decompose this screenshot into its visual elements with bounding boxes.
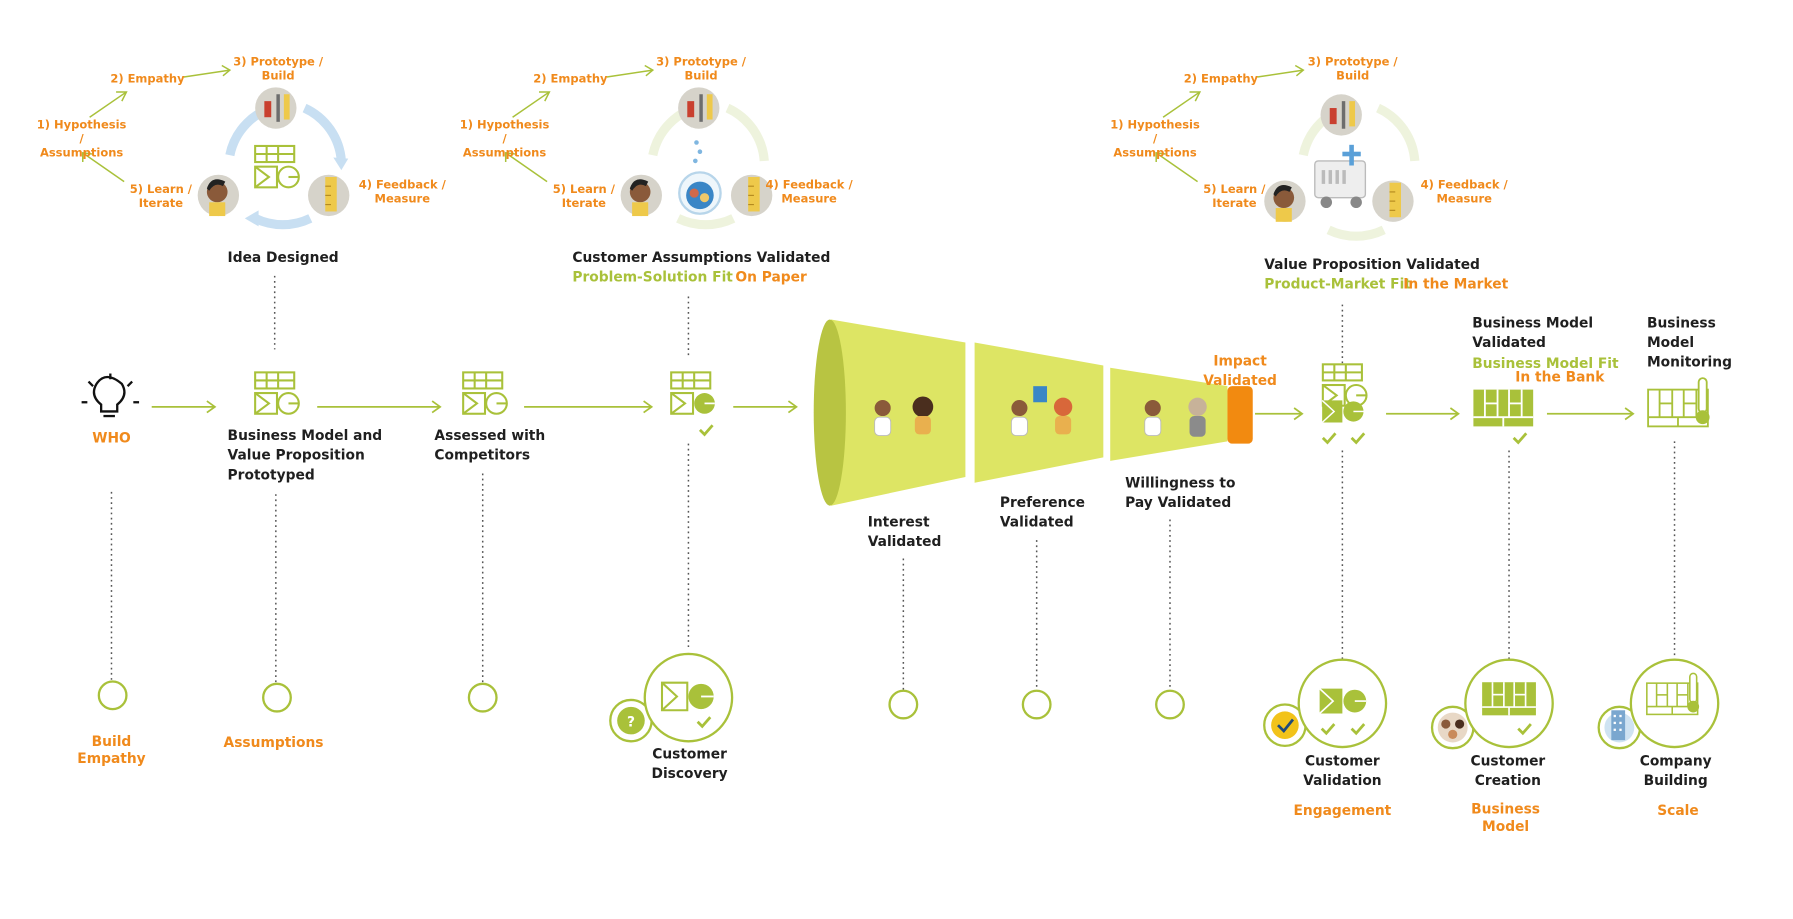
cycle-3-graphic — [1264, 92, 1420, 241]
customer-validation: Customer Validation — [1303, 752, 1382, 789]
build-empathy: Build Empathy — [77, 733, 146, 767]
cycle2-feedback: 4) Feedback / Measure — [765, 179, 853, 206]
cycle3-prototype: 3) Prototype / Build — [1307, 56, 1398, 83]
preference-validated: Preference Validated — [999, 494, 1086, 530]
in-the-market: In the Market — [1403, 275, 1509, 292]
idea-designed: Idea Designed — [227, 249, 339, 266]
business-model: Business Model — [1471, 801, 1541, 835]
willingness-to-pay-validated: Willingness to Pay Validated — [1125, 474, 1236, 511]
impact-validated: Impact Validated — [1203, 352, 1277, 389]
validation-funnel — [813, 319, 1253, 506]
interest-validated: Interest Validated — [867, 513, 942, 550]
company-building-badge — [1597, 658, 1720, 750]
customer-creation-badge — [1430, 658, 1554, 750]
cycle3-empathy: 2) Empathy — [1183, 73, 1259, 87]
business-model-validated: Business Model Validated — [1472, 314, 1594, 351]
cycle1-hypothesis: 1) Hypothesis / Assumptions — [36, 119, 127, 160]
cycle2-hypothesis: 1) Hypothesis / Assumptions — [459, 119, 550, 160]
cycle2-prototype: 3) Prototype / Build — [656, 56, 746, 83]
customer-discovery: Customer Discovery — [651, 745, 728, 782]
cycle3-hypothesis: 1) Hypothesis / Assumptions — [1110, 119, 1200, 160]
cycle-2-graphic — [620, 85, 773, 230]
customer-creation: Customer Creation — [1470, 752, 1546, 789]
problem-solution-fit: Problem-Solution Fit — [572, 268, 733, 286]
cycle2-learn: 5) Learn / Iterate — [552, 183, 615, 211]
value-proposition-validated: Value Proposition Validated — [1264, 256, 1480, 273]
lightbulb-icon — [81, 373, 140, 418]
business-model-monitoring: Business Model Monitoring — [1646, 314, 1732, 371]
who-label: WHO — [92, 429, 131, 446]
scale: Scale — [1657, 802, 1699, 819]
company-building: Company Building — [1639, 752, 1712, 789]
customer-discovery-badge: ? — [609, 652, 734, 743]
on-paper: On Paper — [735, 268, 807, 286]
cycle1-empathy: 2) Empathy — [110, 73, 185, 87]
in-the-bank: In the Bank — [1515, 368, 1605, 386]
cycle1-feedback: 4) Feedback / Measure — [358, 179, 446, 206]
product-market-fit: Product-Market Fit — [1264, 275, 1411, 292]
cycle1-learn: 5) Learn / Iterate — [129, 183, 192, 211]
business-model-fit: Business Model Fit — [1472, 355, 1619, 372]
cycle1-prototype: 3) Prototype / Build — [233, 56, 324, 83]
cycle2-empathy: 2) Empathy — [533, 73, 608, 87]
timeline-arrows — [151, 400, 1635, 421]
cycle3-feedback: 4) Feedback / Measure — [1420, 179, 1508, 206]
engagement: Engagement — [1293, 802, 1392, 819]
assumptions: Assumptions — [223, 734, 324, 751]
bm-vp-prototyped: Business Model and Value Proposition Pro… — [227, 427, 383, 483]
cycle-1-graphic — [197, 85, 350, 230]
assessed-with-competitors: Assessed with Competitors — [434, 427, 546, 464]
stage-circles — [97, 680, 1185, 720]
customer-assumptions-validated: Customer Assumptions Validated — [572, 249, 831, 266]
cycle3-learn: 5) Learn / Iterate — [1203, 183, 1266, 211]
customer-validation-badge — [1263, 658, 1388, 749]
svg-text:?: ? — [627, 714, 635, 730]
